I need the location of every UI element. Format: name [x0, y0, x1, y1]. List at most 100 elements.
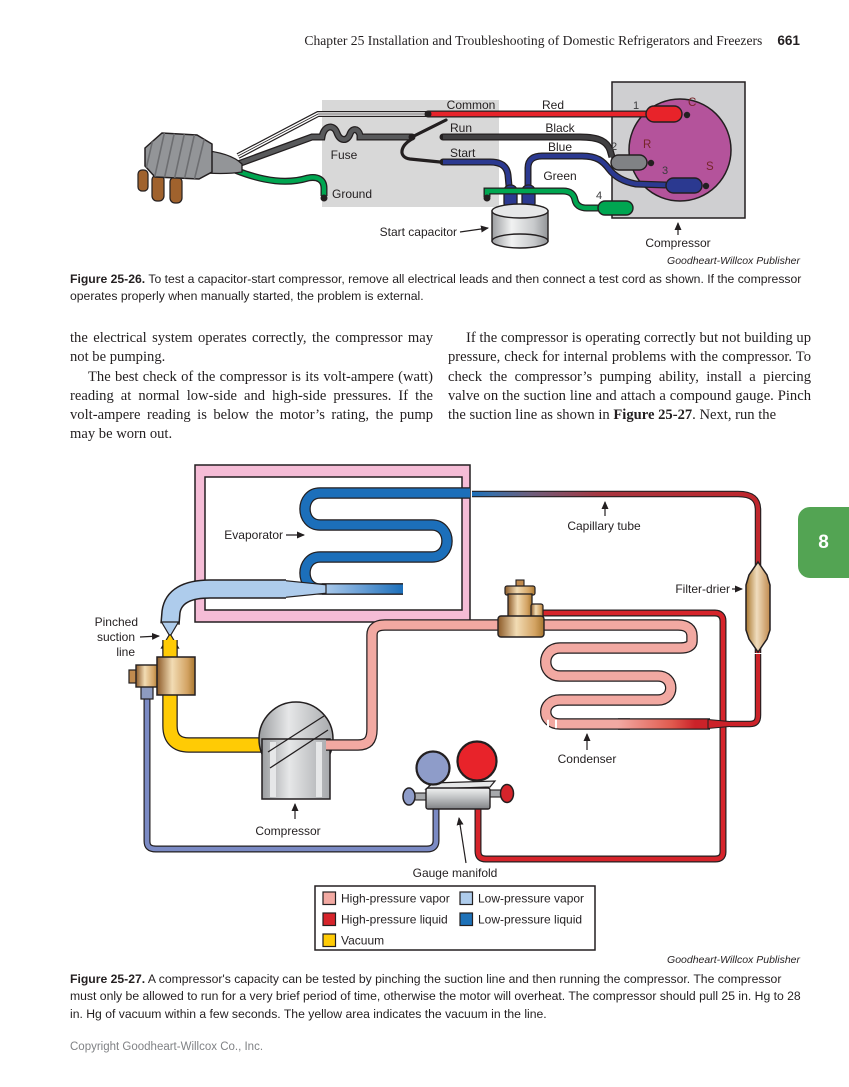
legend-swatch-hp-liquid — [322, 912, 337, 927]
label-blue: Blue — [548, 140, 572, 154]
legend-swatch-lp-liquid — [459, 912, 474, 927]
legend-label-lp-vapor: Low-pressure vapor — [478, 892, 584, 906]
green-ground-wire — [233, 166, 328, 202]
plug-prong — [169, 176, 183, 204]
condenser-coil — [326, 619, 762, 751]
label-terminal-c: C — [688, 97, 696, 109]
piercing-valve-suction[interactable] — [128, 656, 196, 700]
figure-25-26-diagram: Common Red Fuse Run Start Black Blue Gre… — [137, 81, 800, 267]
page-header: Chapter 25 Installation and Troubleshoot… — [304, 33, 800, 49]
high-pressure-gauge — [456, 740, 498, 782]
plug-prong — [137, 169, 149, 192]
label-gauge-manifold: Gauge manifold — [413, 866, 498, 880]
figure-reference[interactable]: Figure 25-27 — [613, 407, 693, 423]
compressor-motor-circle — [628, 98, 732, 202]
suction-line — [160, 579, 403, 636]
terminal-s-connector[interactable] — [665, 177, 703, 194]
gauge-manifold[interactable] — [402, 740, 515, 810]
figure-26-caption-text: To test a capacitor-start compressor, re… — [70, 272, 802, 304]
label-capillary-tube: Capillary tube — [567, 519, 641, 533]
legend-label-hp-liquid: High-pressure liquid — [341, 913, 448, 927]
figure-26-caption-label: Figure 25-26. — [70, 272, 146, 286]
figure-26-caption: Figure 25-26. To test a capacitor-start … — [70, 271, 807, 306]
label-start: Start — [450, 146, 476, 160]
paragraph: The best check of the compressor is its … — [70, 368, 433, 443]
green-capacitor-wire — [483, 187, 600, 212]
terminal-r-connector[interactable] — [610, 154, 648, 171]
svg-text:line: line — [116, 645, 135, 659]
label-terminal-3: 3 — [662, 165, 668, 177]
chapter-side-tab[interactable]: 8 — [798, 507, 849, 578]
fuse-wire — [236, 123, 412, 168]
figure-27-credit: Goodheart-Willcox Publisher — [667, 954, 800, 966]
switch-blade-start[interactable] — [400, 137, 442, 164]
label-black: Black — [545, 121, 575, 135]
high-side-valve-knob[interactable] — [499, 783, 515, 804]
label-terminal-2: 2 — [611, 141, 617, 153]
label-compressor: Compressor — [645, 236, 710, 250]
legend-label-vacuum: Vacuum — [341, 934, 384, 948]
legend-label-hp-vapor: High-pressure vapor — [341, 892, 450, 906]
figure-27-caption: Figure 25-27. A compressor's capacity ca… — [70, 971, 811, 1023]
page-number: 661 — [777, 33, 800, 48]
label-terminal-r: R — [643, 139, 651, 151]
body-right-column: If the compressor is operating correctly… — [448, 329, 811, 445]
paragraph-text: . Next, run the — [692, 407, 777, 423]
body-text: the electrical system operates correctly… — [70, 329, 811, 445]
svg-text:suction: suction — [97, 630, 135, 644]
compound-gauge — [415, 750, 451, 786]
label-terminal-1: 1 — [633, 100, 639, 112]
label-fuse: Fuse — [331, 148, 358, 162]
legend-swatch-hp-vapor — [322, 891, 337, 906]
high-side-hose — [475, 610, 726, 862]
paragraph: the electrical system operates correctly… — [70, 330, 433, 366]
label-filter-drier: Filter-drier — [675, 582, 730, 596]
common-lead-wire — [236, 111, 428, 159]
terminal-4-connector[interactable] — [597, 200, 634, 216]
power-plug — [137, 132, 243, 204]
piercing-valve-discharge[interactable] — [497, 579, 545, 638]
blue-start-wires — [443, 152, 667, 189]
filter-drier — [745, 560, 771, 654]
label-common: Common — [447, 98, 496, 112]
gauge-manifold-arrow — [456, 817, 467, 864]
label-terminal-s: S — [706, 161, 714, 173]
paragraph-text: If the compressor is operating correctly… — [448, 330, 811, 423]
chapter-title: Chapter 25 Installation and Troubleshoot… — [304, 33, 763, 48]
terminal-connectors — [597, 105, 710, 216]
low-side-hose — [144, 696, 439, 852]
legend-swatch-lp-vapor — [459, 891, 474, 906]
pinch-point — [160, 621, 180, 636]
legend: High-pressure vapor Low-pressure vapor H… — [314, 885, 596, 951]
body-left-column: the electrical system operates correctly… — [70, 329, 433, 445]
black-wire — [443, 134, 615, 158]
chapter-side-tab-label: 8 — [818, 531, 829, 553]
figure-27-caption-label: Figure 25-27. — [70, 972, 146, 986]
label-run: Run — [450, 121, 472, 135]
label-ground: Ground — [332, 187, 372, 201]
figure-27-caption-text: A compressor's capacity can be tested by… — [70, 972, 801, 1021]
legend-swatch-vacuum — [322, 933, 337, 948]
low-side-valve-knob[interactable] — [402, 787, 416, 806]
switch-blade-run[interactable] — [410, 118, 448, 139]
paragraph: If the compressor is operating correctly… — [448, 329, 811, 425]
start-capacitor-arrow — [459, 225, 489, 233]
label-red: Red — [542, 98, 564, 112]
label-condenser: Condenser — [558, 752, 617, 766]
label-pinched-suction-line: Pinched suction line — [95, 615, 160, 659]
figure-25-27-diagram: Evaporator Capillary tube Filter-drier P… — [95, 464, 771, 951]
capillary-tube — [472, 491, 761, 653]
terminal-c-connector[interactable] — [645, 105, 683, 123]
legend-label-lp-liquid: Low-pressure liquid — [478, 913, 582, 927]
label-start-capacitor: Start capacitor — [380, 225, 457, 239]
plug-prong — [151, 174, 165, 202]
figure-26-credit: Goodheart-Willcox Publisher — [667, 255, 800, 267]
label-compressor: Compressor — [255, 824, 320, 838]
junction-dot — [424, 110, 432, 118]
compressor — [258, 701, 334, 800]
svg-text:Pinched: Pinched — [95, 615, 138, 629]
footer-copyright: Copyright Goodheart-Willcox Co., Inc. — [70, 1041, 264, 1053]
vacuum-line — [163, 640, 266, 752]
start-capacitor — [491, 184, 549, 249]
